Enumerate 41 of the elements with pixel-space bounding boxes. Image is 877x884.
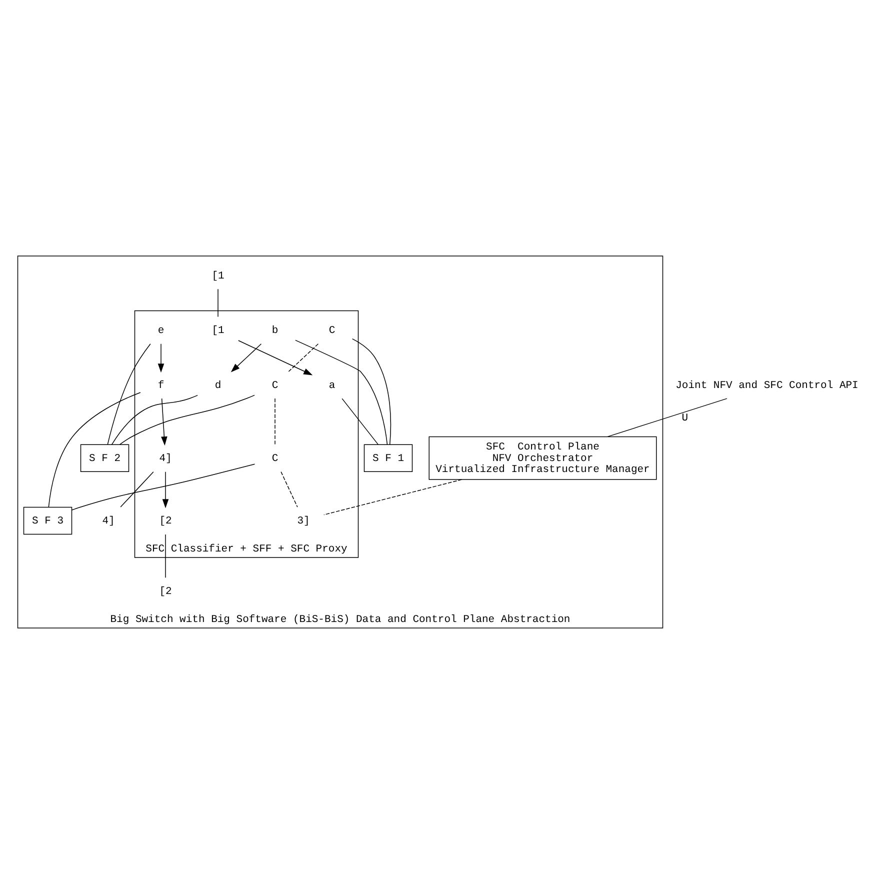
node-text: 4] [159, 452, 172, 465]
connector [352, 338, 392, 445]
connector [111, 394, 198, 445]
node-text: 4] [102, 516, 115, 528]
connector [165, 534, 166, 578]
node-text: C [328, 325, 336, 338]
node-text: [2 [159, 586, 172, 598]
arrow [230, 344, 262, 372]
node-box: SFC Control Plane NFV Orchestrator Virtualized Infrastructure Manager [428, 436, 657, 480]
node-text: [1 [212, 325, 224, 338]
node-text: d [214, 380, 222, 392]
connector [274, 398, 276, 445]
arrow [162, 471, 169, 508]
connector [72, 464, 256, 510]
connector [295, 340, 388, 445]
node-box: S F 3 [23, 506, 72, 535]
connector [280, 471, 298, 508]
edge-label: U [682, 412, 688, 424]
arrow [238, 340, 313, 376]
node-box: S F 2 [80, 444, 130, 472]
arrow [158, 344, 164, 373]
connector [48, 392, 141, 508]
connector [607, 398, 728, 438]
connector [342, 398, 378, 445]
node-text: [2 [159, 516, 172, 528]
node-text: [1 [212, 270, 224, 282]
node-text: a [328, 380, 336, 392]
node-text: C [272, 380, 278, 392]
connector [120, 394, 255, 445]
node-text: Joint NFV and SFC Control API [676, 380, 858, 392]
connector [324, 479, 462, 516]
arrow [161, 398, 168, 446]
node-text: C [272, 452, 278, 465]
node-text: e [158, 325, 164, 338]
node-text: b [272, 325, 278, 338]
connector [120, 471, 154, 508]
node-text: 3] [297, 516, 310, 528]
connector [107, 343, 151, 445]
node-box: S F 1 [364, 444, 413, 472]
connector [288, 344, 319, 372]
node-text: f [158, 380, 164, 392]
